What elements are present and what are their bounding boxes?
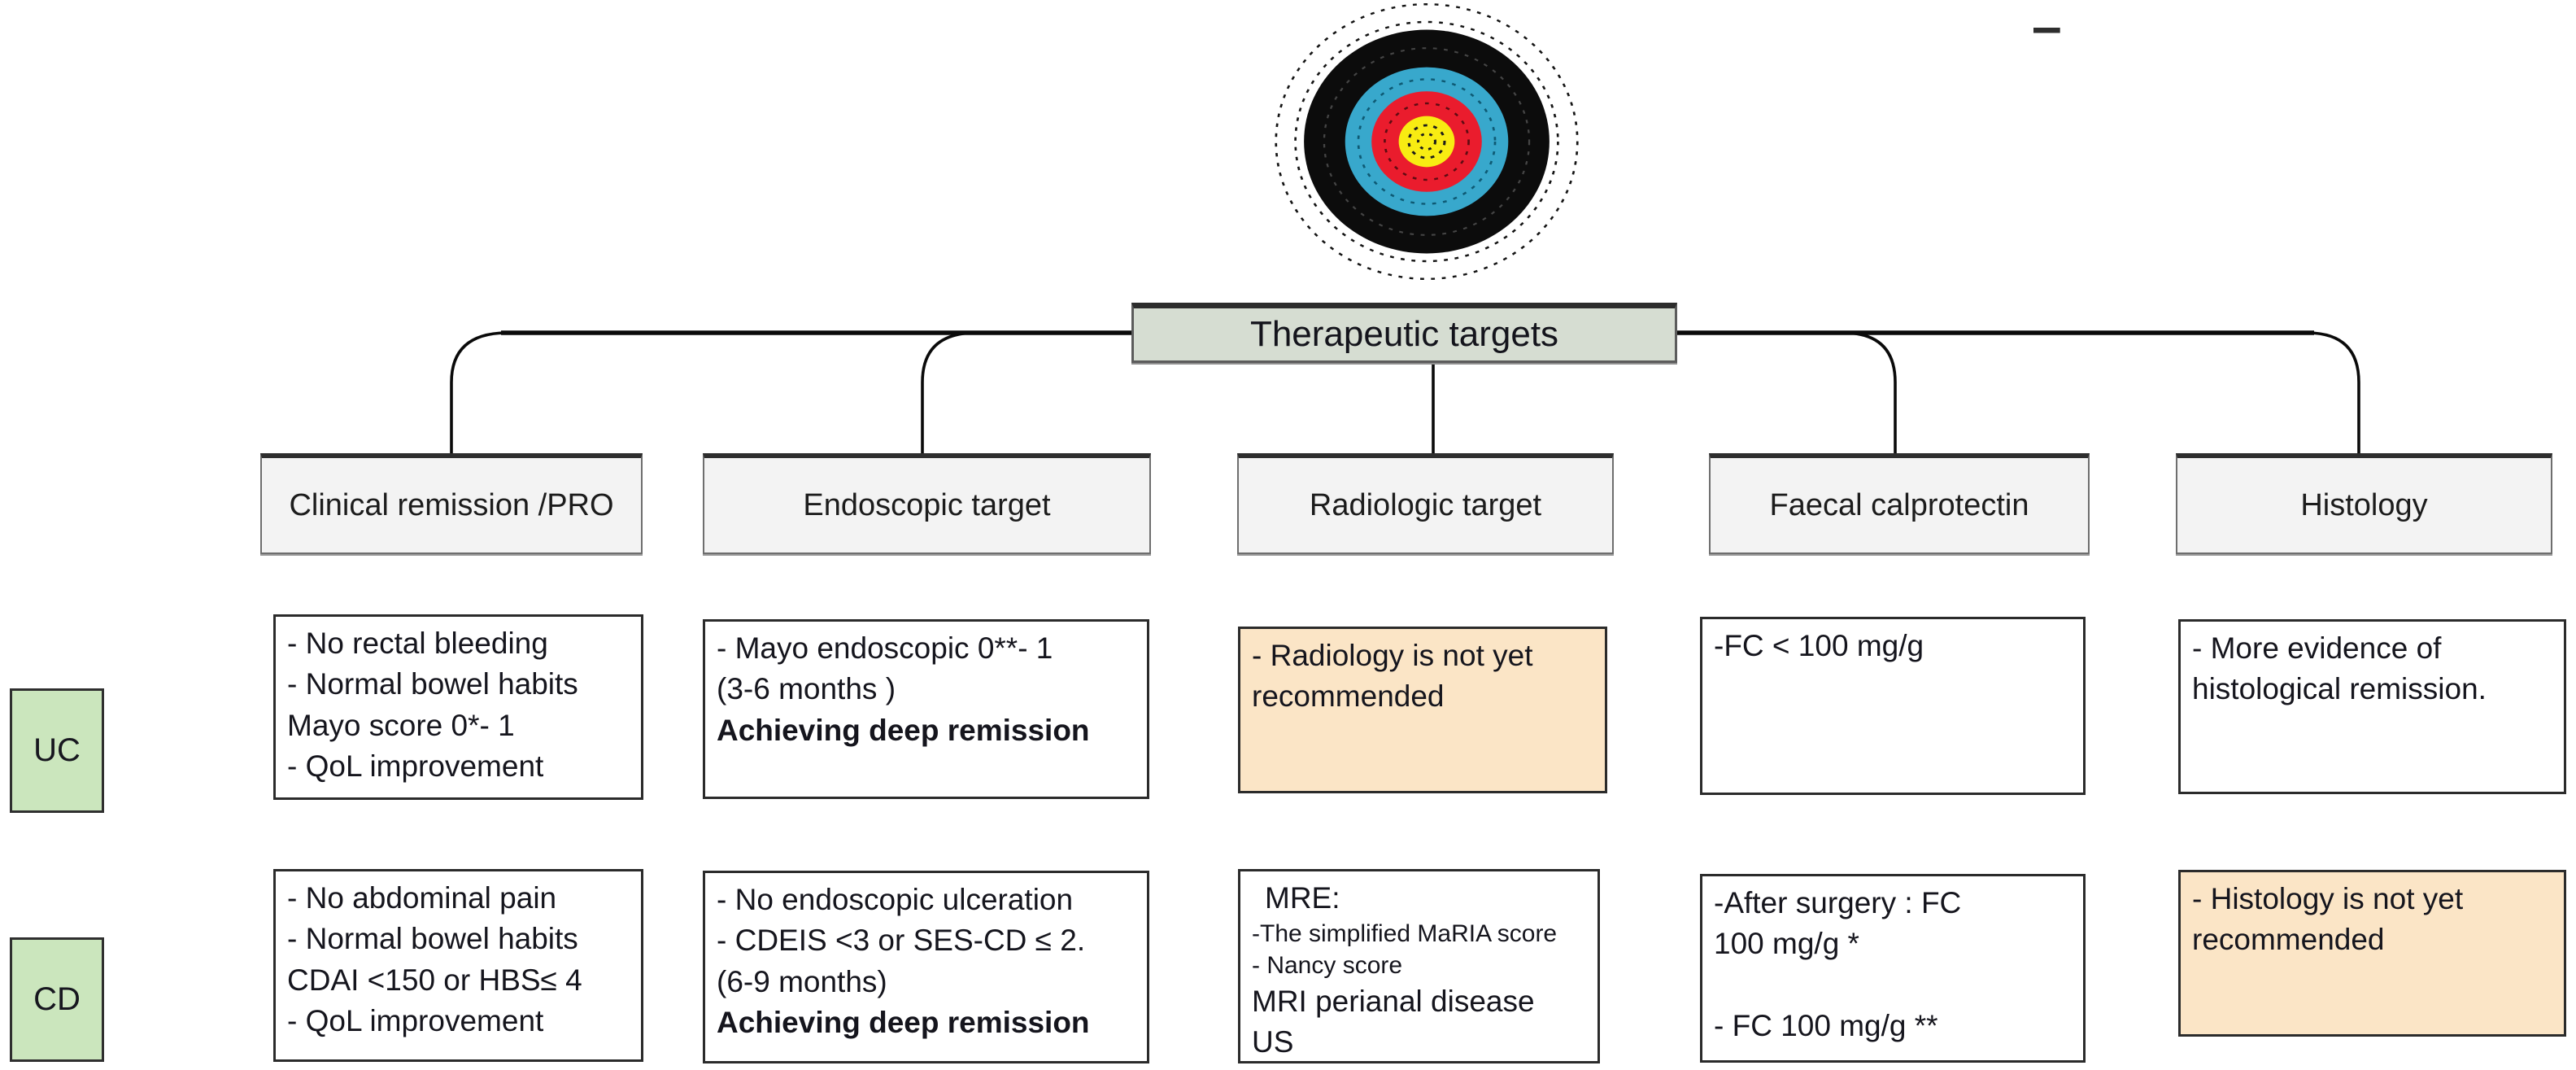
target-bullseye bbox=[1398, 116, 1455, 168]
cell-text: - No endoscopic ulceration - CDEIS <3 or… bbox=[717, 883, 1086, 998]
cell-uc-histology: - More evidence of histological remissio… bbox=[2178, 619, 2566, 794]
cell-text: - Histology is not yet recommended bbox=[2192, 882, 2464, 957]
row-label-text: UC bbox=[33, 732, 81, 768]
header-clinical-remission-pro: Clinical remission /PRO bbox=[260, 453, 643, 554]
cell-cd-radiologic-target: MRE: -The simplified MaRIA score - Nancy… bbox=[1238, 869, 1600, 1063]
cell-text-scores: -The simplified MaRIA score - Nancy scor… bbox=[1252, 920, 1558, 979]
cell-text: - Radiology is not yet recommended bbox=[1252, 639, 1533, 714]
cell-uc-clinical-remission: - No rectal bleeding - Normal bowel habi… bbox=[273, 614, 643, 800]
cell-uc-endoscopic-target: - Mayo endoscopic 0**- 1 (3-6 months ) A… bbox=[703, 619, 1149, 799]
cell-text: - Mayo endoscopic 0**- 1 (3-6 months ) bbox=[717, 631, 1053, 706]
cell-cd-histology: - Histology is not yet recommended bbox=[2178, 870, 2566, 1037]
cell-text: - No rectal bleeding - Normal bowel habi… bbox=[287, 627, 578, 783]
dash-mark: – bbox=[2032, 0, 2062, 56]
cell-cd-clinical-remission: - No abdominal pain - Normal bowel habit… bbox=[273, 869, 643, 1062]
header-radiologic-target: Radiologic target bbox=[1237, 453, 1614, 554]
header-histology: Histology bbox=[2176, 453, 2552, 554]
cell-text: - More evidence of histological remissio… bbox=[2192, 631, 2487, 706]
cell-text: - No abdominal pain - Normal bowel habit… bbox=[287, 881, 582, 1037]
cell-text: -FC < 100 mg/g bbox=[1714, 629, 1924, 662]
cell-cd-faecal-calprotectin: -After surgery : FC 100 mg/g * - FC 100 … bbox=[1700, 874, 2086, 1063]
cell-cd-endoscopic-target: - No endoscopic ulceration - CDEIS <3 or… bbox=[703, 871, 1149, 1063]
row-label-text: CD bbox=[33, 981, 81, 1017]
header-label: Endoscopic target bbox=[803, 487, 1051, 522]
cell-text-bold: Achieving deep remission bbox=[717, 713, 1090, 747]
row-label-cd: CD bbox=[10, 937, 104, 1062]
header-faecal-calprotectin: Faecal calprotectin bbox=[1709, 453, 2090, 554]
header-label: Radiologic target bbox=[1309, 487, 1542, 522]
header-label: Faecal calprotectin bbox=[1769, 487, 2029, 522]
cell-text-modalities: MRI perianal disease US bbox=[1252, 985, 1535, 1059]
cell-text-mre: MRE: bbox=[1265, 881, 1340, 915]
header-endoscopic-target: Endoscopic target bbox=[703, 453, 1151, 554]
cell-uc-faecal-calprotectin: -FC < 100 mg/g bbox=[1700, 617, 2086, 795]
header-label: Histology bbox=[2300, 487, 2428, 522]
cell-uc-radiologic-target: - Radiology is not yet recommended bbox=[1238, 627, 1607, 793]
title-box: Therapeutic targets bbox=[1131, 303, 1677, 363]
row-label-uc: UC bbox=[10, 688, 104, 813]
title-label: Therapeutic targets bbox=[1249, 314, 1559, 354]
header-label: Clinical remission /PRO bbox=[289, 487, 614, 522]
archery-target-icon bbox=[1275, 3, 1579, 280]
cell-text-bold: Achieving deep remission bbox=[717, 1005, 1090, 1039]
cell-text: -After surgery : FC 100 mg/g * - FC 100 … bbox=[1714, 886, 1962, 1042]
